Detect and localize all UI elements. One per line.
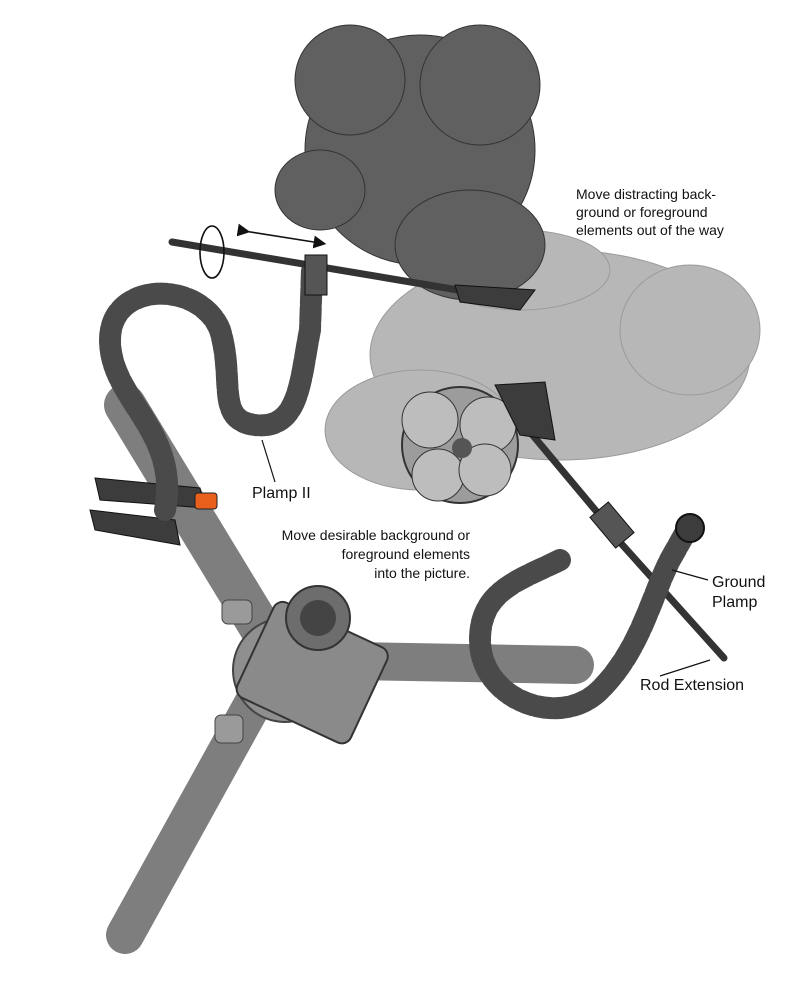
ground-plamp-arm — [468, 517, 699, 720]
camera — [235, 585, 389, 745]
label-ground-plamp: Ground Plamp — [712, 574, 766, 611]
ground-plamp-base — [675, 513, 705, 543]
motion-indicators — [199, 223, 327, 279]
top-rod — [168, 238, 536, 311]
spring-clamp — [89, 477, 218, 546]
label-move-desirable: Move desirable background or foreground … — [281, 527, 470, 581]
label-move-distracting: Move distracting back- ground or foregro… — [576, 186, 724, 238]
label-plamp-ii: Plamp II — [252, 485, 311, 502]
leader-lines — [261, 439, 711, 677]
plamp-ii-arm — [98, 259, 323, 521]
label-rod-extension: Rod Extension — [640, 677, 745, 694]
dark-foliage — [274, 24, 546, 301]
flower — [401, 386, 519, 504]
